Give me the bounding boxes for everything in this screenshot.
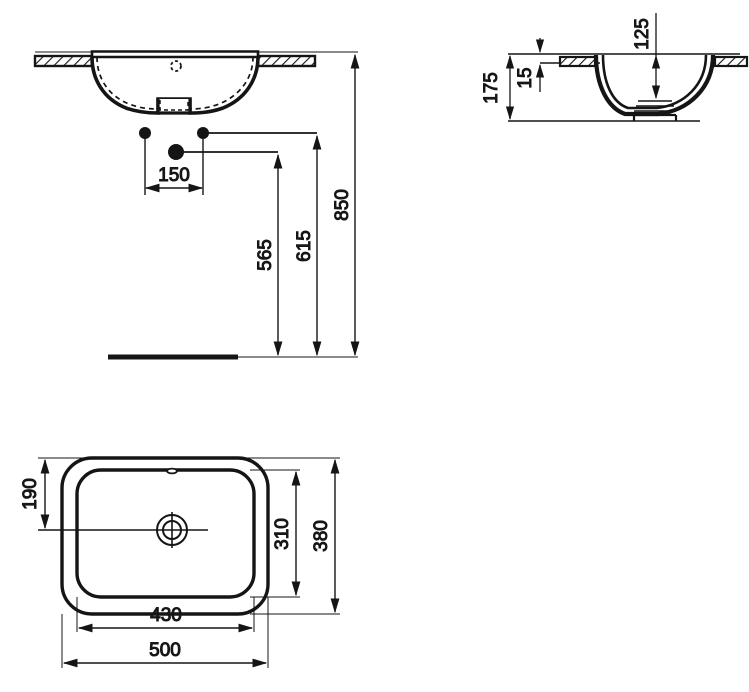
waste-outlet-dashed — [159, 100, 189, 111]
dim-label-15: 15 — [515, 67, 536, 88]
dim-label-310: 310 — [272, 518, 293, 550]
section-bowl-inner — [601, 54, 708, 110]
waste-outlet-stub — [156, 99, 192, 115]
dim-label-380: 380 — [311, 520, 332, 552]
countertop-slab-left — [33, 54, 94, 68]
plan-drain-inner-circle — [162, 520, 182, 540]
section-waste-outlet — [632, 100, 678, 121]
plan-inner-outline — [75, 468, 256, 599]
section-countertop-right — [713, 55, 749, 68]
dim-label-565: 565 — [255, 239, 276, 271]
front-elevation-view: 150 565 615 850 — [33, 50, 360, 360]
side-section-view: 15 175 125 — [481, 13, 749, 122]
plan-overflow-slot — [166, 467, 178, 475]
dim-label-850: 850 — [332, 189, 353, 221]
dim-label-190: 190 — [20, 478, 41, 510]
dim-label-175: 175 — [481, 72, 502, 104]
dim-label-615: 615 — [294, 230, 315, 262]
plan-view: 190 310 380 430 500 — [20, 456, 340, 668]
section-bowl-outer — [593, 54, 716, 117]
dim-label-150: 150 — [158, 165, 190, 186]
dim-label-430: 430 — [150, 605, 182, 626]
dim-label-125: 125 — [632, 18, 653, 50]
dim-label-500: 500 — [149, 640, 181, 661]
basin-rim-band — [90, 50, 260, 59]
countertop-slab-right — [256, 54, 317, 68]
plan-drain-outer-circle — [156, 514, 188, 546]
section-countertop-left — [558, 55, 597, 68]
overflow-hole-icon — [170, 60, 182, 72]
